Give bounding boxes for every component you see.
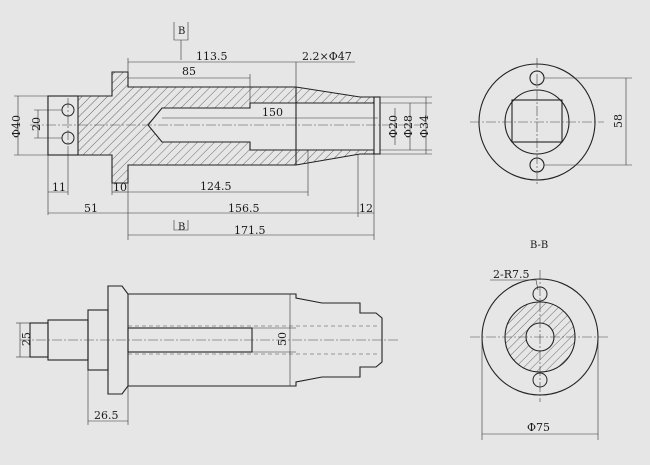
- top-view: 25 50 26.5: [16, 285, 400, 425]
- dim-26-5: 26.5: [94, 409, 119, 422]
- front-left-end: [47, 95, 79, 156]
- section-mark-top: B: [178, 26, 185, 37]
- dim-phi75: Φ75: [527, 421, 550, 434]
- dim-171-5: 171.5: [234, 224, 266, 237]
- dim-156-5: 156.5: [228, 202, 260, 215]
- dim-20-left: 20: [30, 117, 43, 131]
- front-section-view: B B 113.5 85 2.2×Φ47 150 Φ40 20: [10, 22, 432, 240]
- end-view: 58: [470, 58, 632, 186]
- dim-113-5: 113.5: [196, 50, 228, 63]
- front-right-neck: [373, 96, 381, 155]
- dim-phi34: Φ34: [418, 115, 431, 138]
- dim-10: 10: [113, 181, 127, 194]
- dim-58: 58: [612, 114, 625, 128]
- section-b-b-view: B-B 2-R7.5 Φ75: [470, 240, 610, 440]
- dim-2-2x47: 2.2×Φ47: [302, 50, 352, 63]
- section-title: B-B: [530, 240, 548, 251]
- dim-phi40: Φ40: [10, 115, 23, 138]
- dim-51: 51: [84, 202, 98, 215]
- dim-phi28: Φ28: [402, 115, 415, 138]
- dim-2-r7-5: 2-R7.5: [493, 268, 530, 281]
- dim-50: 50: [276, 332, 289, 346]
- dim-150: 150: [262, 106, 283, 119]
- dim-85: 85: [182, 65, 196, 78]
- dim-12: 12: [359, 202, 373, 215]
- dim-25: 25: [20, 332, 33, 346]
- front-inner-bore: [147, 102, 379, 151]
- section-mark-bottom: B: [178, 222, 185, 233]
- dim-124-5: 124.5: [200, 180, 232, 193]
- dim-phi20-right: Φ20: [387, 115, 400, 138]
- dim-11: 11: [52, 181, 66, 194]
